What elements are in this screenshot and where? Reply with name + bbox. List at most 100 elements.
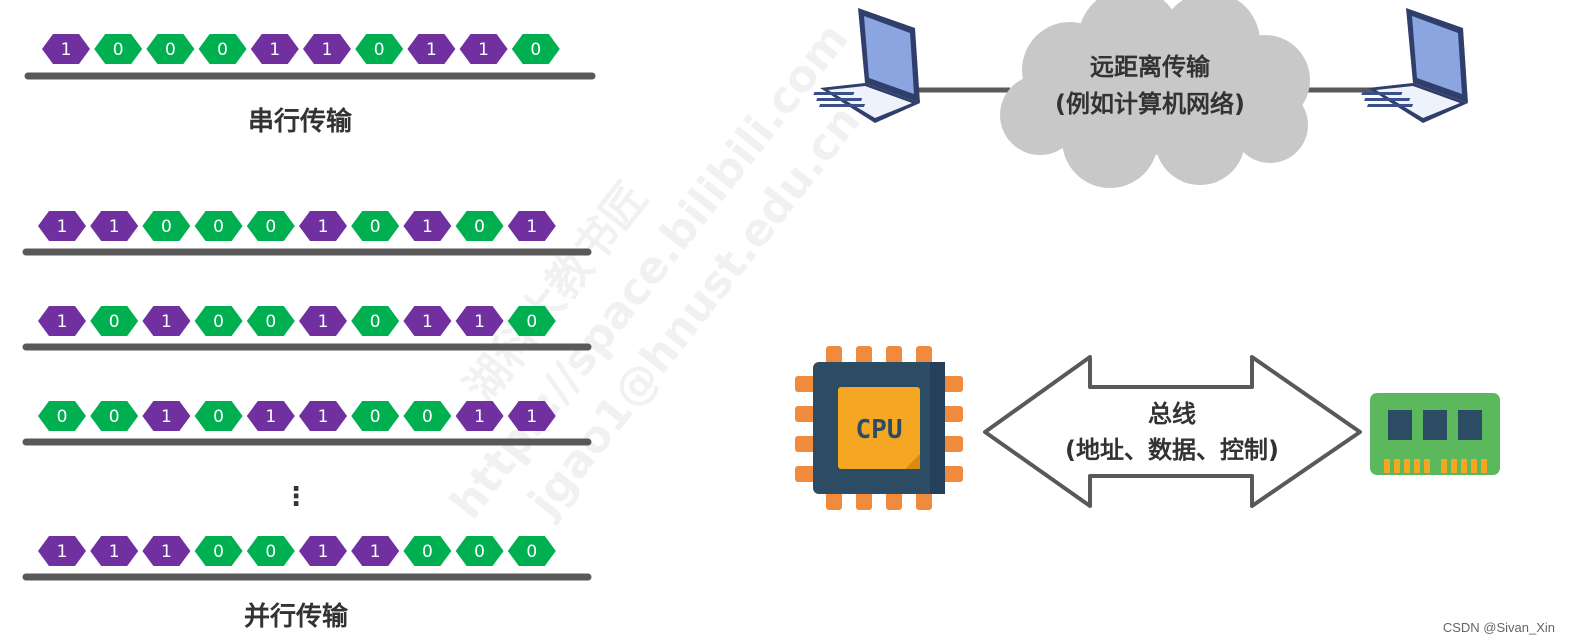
bit-value: 0	[265, 542, 276, 562]
bit-value: 1	[526, 217, 537, 237]
bit-value: 0	[265, 312, 276, 332]
bit-chip	[299, 211, 347, 241]
cpu-chip-icon: CPU	[795, 346, 963, 510]
bit-chip	[38, 401, 86, 431]
network-subtitle: (例如计算机网络)	[1055, 90, 1245, 118]
bit-value: 0	[217, 40, 228, 60]
bit-value: 0	[474, 217, 485, 237]
bit-value: 1	[318, 542, 329, 562]
bit-chip	[246, 536, 295, 566]
bit-value: 0	[265, 217, 276, 237]
bit-value: 0	[370, 217, 381, 237]
bit-chip	[403, 536, 452, 566]
cpu-label: CPU	[856, 415, 903, 445]
bit-value: 1	[161, 542, 172, 562]
bit-chip	[42, 34, 90, 64]
bit-value: 0	[370, 312, 381, 332]
bit-chip	[194, 536, 243, 566]
bit-chip	[142, 306, 191, 336]
bit-value: 0	[374, 40, 385, 60]
bit-chip	[299, 536, 347, 566]
bit-value: 0	[113, 40, 124, 60]
bit-chip	[142, 211, 191, 241]
bus-diagram: CPU 总线 (地址、数据、控制)	[795, 346, 1500, 510]
bit-chip	[299, 401, 347, 431]
bit-chip	[246, 401, 295, 431]
serial-label: 串行传输	[248, 106, 353, 137]
bit-chip	[146, 34, 195, 64]
bit-chip	[351, 306, 400, 336]
bit-value: 1	[269, 40, 280, 60]
bit-value: 0	[57, 407, 68, 427]
bit-value: 0	[422, 407, 433, 427]
bus-subtitle: (地址、数据、控制)	[1065, 436, 1279, 464]
bit-chip	[38, 536, 86, 566]
bit-value: 0	[109, 407, 120, 427]
watermark-line-2: https://space.bilibili.com	[441, 14, 859, 529]
bit-chip	[194, 211, 243, 241]
bit-value: 0	[370, 407, 381, 427]
bit-chip	[351, 211, 400, 241]
bit-chip	[403, 306, 452, 336]
bit-chip	[142, 536, 191, 566]
bit-chip	[403, 401, 452, 431]
bit-value: 0	[165, 40, 176, 60]
bit-value: 0	[213, 217, 224, 237]
bit-value: 1	[161, 407, 172, 427]
bit-chip	[250, 34, 299, 64]
bit-value: 1	[318, 407, 329, 427]
bit-chip	[299, 306, 347, 336]
bit-value: 1	[422, 312, 433, 332]
bus-title: 总线	[1148, 400, 1196, 428]
network-title: 远距离传输	[1090, 53, 1211, 81]
bit-value: 0	[422, 542, 433, 562]
source-credit: CSDN @Sivan_Xin	[1442, 620, 1555, 635]
bit-chip	[194, 401, 243, 431]
bit-chip	[198, 34, 247, 64]
bit-value: 1	[57, 312, 68, 332]
bit-value: 1	[526, 407, 537, 427]
bit-value: 1	[57, 217, 68, 237]
bit-value: 1	[318, 312, 329, 332]
bit-chip	[355, 34, 404, 64]
cloud-icon	[1000, 0, 1310, 188]
memory-module-icon	[1370, 393, 1500, 475]
bit-chip	[511, 34, 560, 64]
bit-chip	[303, 34, 351, 64]
bit-chip	[403, 211, 452, 241]
bit-value: 1	[474, 312, 485, 332]
bit-value: 1	[61, 40, 72, 60]
bit-value: 1	[474, 407, 485, 427]
bit-chip	[142, 401, 191, 431]
bit-chip	[246, 211, 295, 241]
bit-chip	[455, 536, 504, 566]
bit-chip	[90, 401, 139, 431]
bit-chip	[94, 34, 143, 64]
bit-chip	[459, 34, 508, 64]
bit-value: 1	[265, 407, 276, 427]
network-diagram: 远距离传输 (例如计算机网络)	[813, 0, 1468, 188]
bit-chip	[90, 536, 139, 566]
bit-value: 1	[318, 217, 329, 237]
bit-chip	[455, 401, 504, 431]
bit-value: 1	[109, 542, 120, 562]
bit-chip	[507, 536, 556, 566]
bit-value: 1	[422, 217, 433, 237]
laptop-icon	[813, 8, 920, 123]
bit-value: 0	[526, 542, 537, 562]
bit-value: 1	[478, 40, 489, 60]
bit-chip	[407, 34, 456, 64]
double-arrow-icon	[983, 355, 1362, 508]
bit-value: 1	[109, 217, 120, 237]
bit-value: 0	[526, 312, 537, 332]
bit-value: 1	[370, 542, 381, 562]
bit-chip	[246, 306, 295, 336]
bit-chip	[194, 306, 243, 336]
parallel-label: 并行传输	[244, 601, 349, 632]
bit-chip	[351, 536, 400, 566]
